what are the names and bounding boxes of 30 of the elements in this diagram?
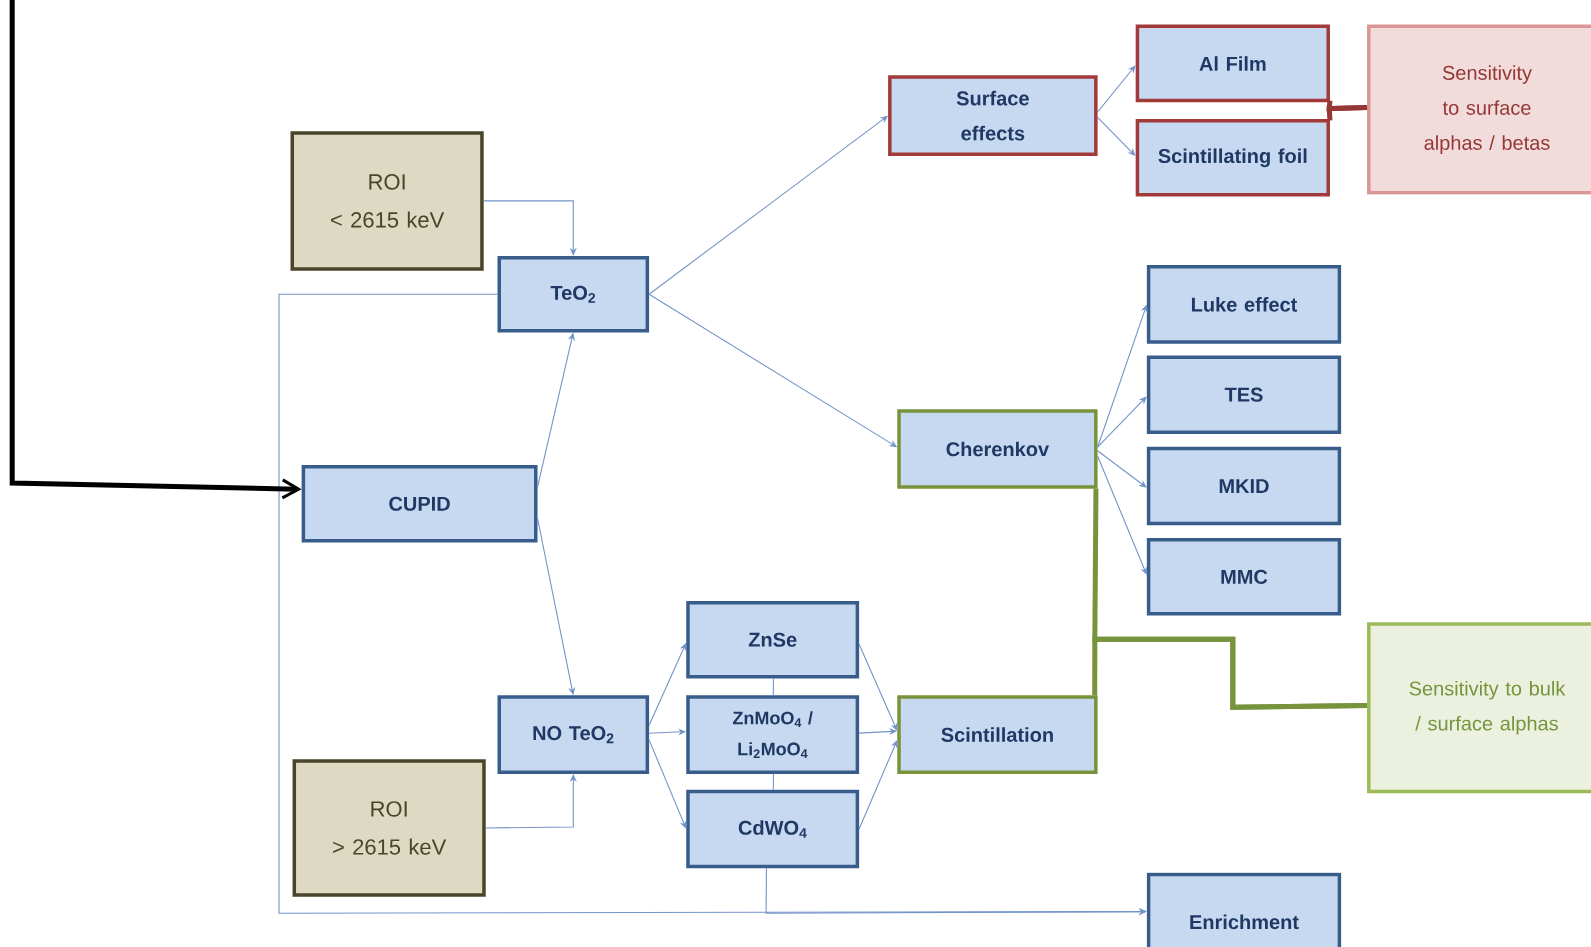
process-box: Luke effect bbox=[1146, 265, 1342, 344]
label-box: ROI < 2615 keV bbox=[290, 131, 484, 271]
arrow bbox=[1097, 450, 1147, 488]
arrow bbox=[1097, 65, 1136, 113]
connector-line bbox=[1326, 104, 1368, 121]
process-box: MMC bbox=[1146, 538, 1342, 616]
arrow bbox=[9, 0, 302, 500]
process-box: Al Film bbox=[1135, 24, 1330, 103]
process-box: Scintillation bbox=[897, 695, 1098, 774]
process-box: Enrichment bbox=[1146, 872, 1342, 947]
process-box: ZnMoO$_{4}$ / Li$_{2}$MoO$_{4}$ bbox=[686, 695, 860, 774]
process-box: Cherenkov bbox=[897, 409, 1098, 489]
process-box: CdWO$_{4}$ bbox=[686, 789, 860, 869]
process-box: TeO$_{2}$ bbox=[497, 255, 650, 333]
process-box: CUPID bbox=[301, 464, 538, 543]
process-box: ZnSe bbox=[686, 600, 860, 679]
note-box: Sensitivity to bulk / surface alphas bbox=[1367, 622, 1591, 794]
connector-line bbox=[1092, 636, 1368, 710]
process-box: Scintillating foil bbox=[1135, 118, 1330, 197]
connector-line bbox=[772, 773, 774, 791]
note-box: Sensitivity to surface alphas / betas bbox=[1367, 24, 1591, 195]
process-box: NO TeO$_{2}$ bbox=[497, 695, 650, 774]
connector-line bbox=[772, 678, 774, 696]
label-box: ROI > 2615 keV bbox=[292, 759, 486, 897]
arrow bbox=[483, 200, 577, 256]
arrow bbox=[1097, 396, 1147, 448]
process-box: TES bbox=[1146, 355, 1342, 434]
process-box: Surface effects bbox=[888, 75, 1098, 156]
process-box: MKID bbox=[1146, 446, 1342, 526]
arrow bbox=[648, 739, 687, 829]
